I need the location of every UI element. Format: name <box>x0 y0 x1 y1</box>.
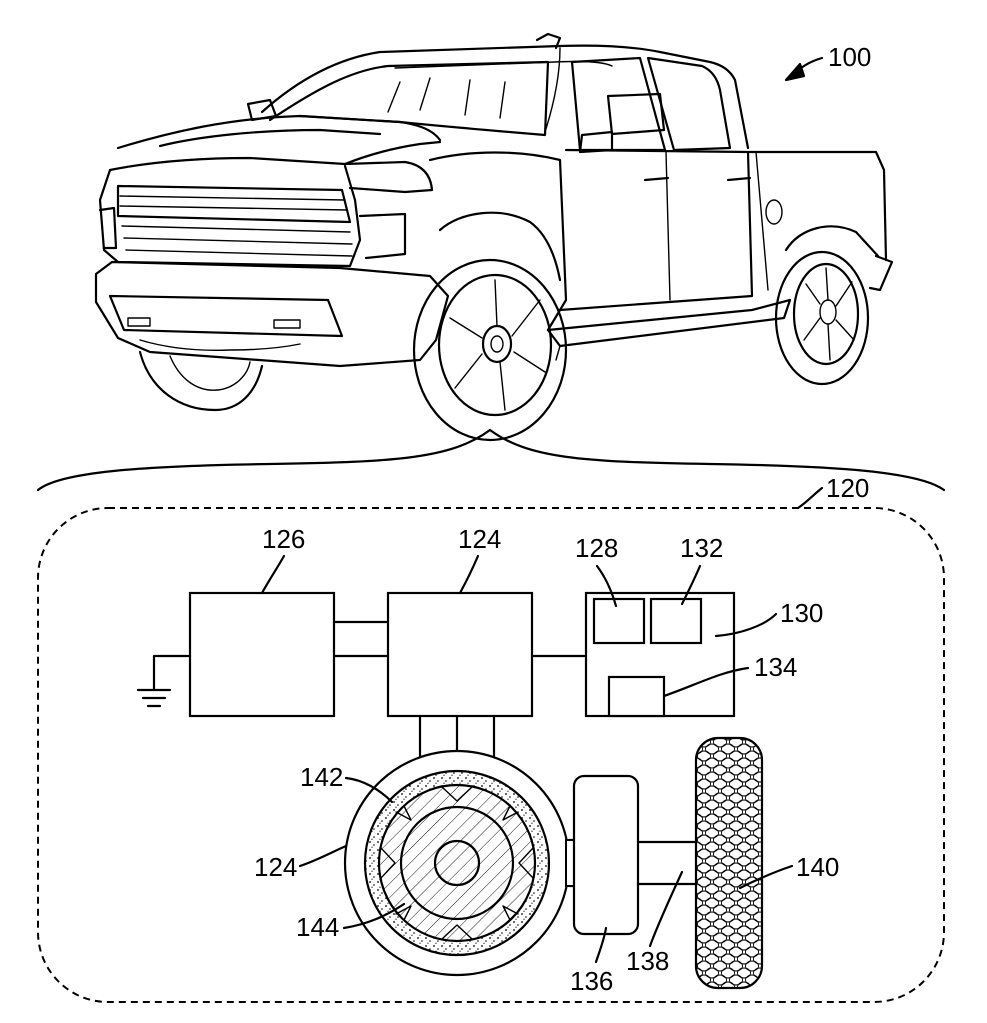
sensor-box <box>609 677 664 716</box>
inverter-box <box>388 593 532 716</box>
label-gearbox: 136 <box>570 966 613 996</box>
label-wheel: 140 <box>796 852 839 882</box>
gearbox-box <box>574 776 638 934</box>
memory-box <box>651 599 701 643</box>
electric-motor <box>345 751 569 975</box>
label-power-source: 126 <box>262 524 305 554</box>
label-controller: 130 <box>780 598 823 628</box>
label-processor: 128 <box>575 533 618 563</box>
system-label-leader <box>798 488 822 508</box>
label-stator: 142 <box>300 762 343 792</box>
label-inverter: 124 <box>458 524 501 554</box>
motor-leader <box>300 846 346 866</box>
power-source-box <box>190 593 334 716</box>
processor-box <box>594 599 644 643</box>
label-sensor: 134 <box>754 652 797 682</box>
label-memory: 132 <box>680 533 723 563</box>
pickup-truck-illustration <box>96 34 892 440</box>
inverter-leader <box>460 556 478 593</box>
label-vehicle: 100 <box>828 42 871 72</box>
vehicle-arrowhead <box>786 64 804 80</box>
power-source-leader <box>262 556 284 593</box>
label-shaft: 138 <box>626 946 669 976</box>
label-motor: 124 <box>254 852 297 882</box>
label-rotor: 144 <box>296 912 339 942</box>
motor-shaft-stub <box>566 840 574 886</box>
ground-symbol <box>138 656 190 706</box>
wheel-tire <box>696 738 762 988</box>
label-system: 120 <box>826 473 869 503</box>
